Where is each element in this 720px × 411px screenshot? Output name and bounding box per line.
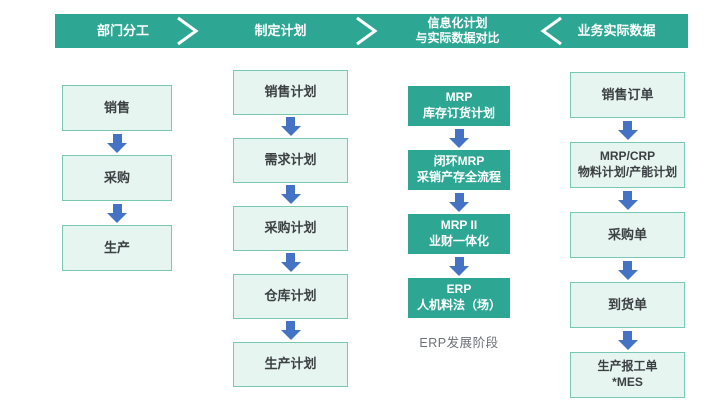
flow-box-closed-loop-mrp: 闭环MRP 采销产存全流程 xyxy=(408,150,510,190)
box-label: 采购单 xyxy=(607,226,647,242)
box-label: 仓库计划 xyxy=(264,288,317,304)
down-arrow-icon xyxy=(570,118,685,142)
down-arrow-icon xyxy=(570,188,685,212)
box-label-line2: 物料计划/产能计划 xyxy=(577,165,678,179)
flow-box-demand-plan: 需求计划 xyxy=(233,138,348,183)
box-label: 需求计划 xyxy=(264,152,317,168)
column-actual-data: 销售订单 MRP/CRP 物料计划/产能计划 采购单 到货单 生产报工单 *ME… xyxy=(570,72,685,398)
box-label-line1: ERP xyxy=(446,282,472,297)
stage-label: 制定计划 xyxy=(254,22,307,38)
stage-label: 业务实际数据 xyxy=(577,22,656,38)
box-label: 生产 xyxy=(103,239,130,255)
flow-box-erp: ERP 人机料法（场） xyxy=(408,278,510,318)
down-arrow-icon xyxy=(233,183,348,206)
box-label: 销售计划 xyxy=(264,84,317,100)
flow-box-purchase-order: 采购单 xyxy=(570,212,685,258)
flow-box-sales-order: 销售订单 xyxy=(570,72,685,118)
box-label-line2: 库存订货计划 xyxy=(422,106,495,120)
stage-label-line2: 与实际数据对比 xyxy=(415,31,500,45)
chevron-left-icon xyxy=(540,16,562,46)
box-label: 采购计划 xyxy=(264,220,317,236)
down-arrow-icon xyxy=(233,115,348,138)
box-label-line1: MRP/CRP xyxy=(599,149,656,164)
flow-box-sales: 销售 xyxy=(62,85,172,131)
flow-box-production-plan: 生产计划 xyxy=(233,342,348,387)
box-label-line1: MRP xyxy=(445,90,473,105)
down-arrow-icon xyxy=(233,251,348,274)
box-label: 生产计划 xyxy=(264,356,317,372)
chevron-right-icon xyxy=(356,16,378,46)
down-arrow-icon xyxy=(62,131,172,155)
box-label-line1: 生产报工单 xyxy=(597,359,658,374)
box-label: 采购 xyxy=(103,169,130,185)
stage-label: 部门分工 xyxy=(96,22,149,38)
box-label-line2: *MES xyxy=(612,375,643,389)
column-plans: 销售计划 需求计划 采购计划 仓库计划 生产计划 xyxy=(233,70,348,387)
erp-evolution-caption: ERP发展阶段 xyxy=(419,336,499,350)
down-arrow-icon xyxy=(408,126,510,150)
down-arrow-icon xyxy=(570,328,685,352)
stage-make-plan: 制定计划 xyxy=(191,14,370,48)
stage-business-actual-data: 业务实际数据 xyxy=(545,14,688,48)
flow-box-mrp: MRP 库存订货计划 xyxy=(408,86,510,126)
box-label: 销售 xyxy=(103,99,130,115)
flow-box-warehouse-plan: 仓库计划 xyxy=(233,274,348,319)
flow-box-mrp2: MRP II 业财一体化 xyxy=(408,214,510,254)
box-label-line2: 人机料法（场） xyxy=(416,298,501,312)
stage-label-line1: 信息化计划 xyxy=(427,16,488,30)
down-arrow-icon xyxy=(408,254,510,278)
stage-it-plan-vs-actual: 信息化计划 与实际数据对比 xyxy=(370,14,545,48)
down-arrow-icon xyxy=(233,319,348,342)
column-departments: 销售 采购 生产 xyxy=(62,85,172,271)
flow-box-sales-plan: 销售计划 xyxy=(233,70,348,115)
stage-department-division: 部门分工 xyxy=(55,14,191,48)
flow-box-production: 生产 xyxy=(62,225,172,271)
flow-box-purchasing: 采购 xyxy=(62,155,172,201)
flow-box-purchase-plan: 采购计划 xyxy=(233,206,348,251)
flow-box-mrp-crp: MRP/CRP 物料计划/产能计划 xyxy=(570,142,685,188)
down-arrow-icon xyxy=(570,258,685,282)
chevron-right-icon xyxy=(177,16,199,46)
box-label-line2: 业财一体化 xyxy=(428,234,489,248)
box-label: 销售订单 xyxy=(601,86,654,102)
box-label: 到货单 xyxy=(607,296,647,312)
box-label-line1: MRP II xyxy=(440,218,478,233)
flow-box-production-report: 生产报工单 *MES xyxy=(570,352,685,398)
flow-box-goods-receipt: 到货单 xyxy=(570,282,685,328)
box-label-line2: 采销产存全流程 xyxy=(416,170,501,184)
down-arrow-icon xyxy=(62,201,172,225)
stage-banner: 部门分工 制定计划 信息化计划 与实际数据对比 业务实际数据 xyxy=(55,14,688,48)
column-erp-stages: MRP 库存订货计划 闭环MRP 采销产存全流程 MRP II 业财一体化 ER… xyxy=(408,86,510,351)
box-label-line1: 闭环MRP xyxy=(433,154,485,169)
down-arrow-icon xyxy=(408,190,510,214)
